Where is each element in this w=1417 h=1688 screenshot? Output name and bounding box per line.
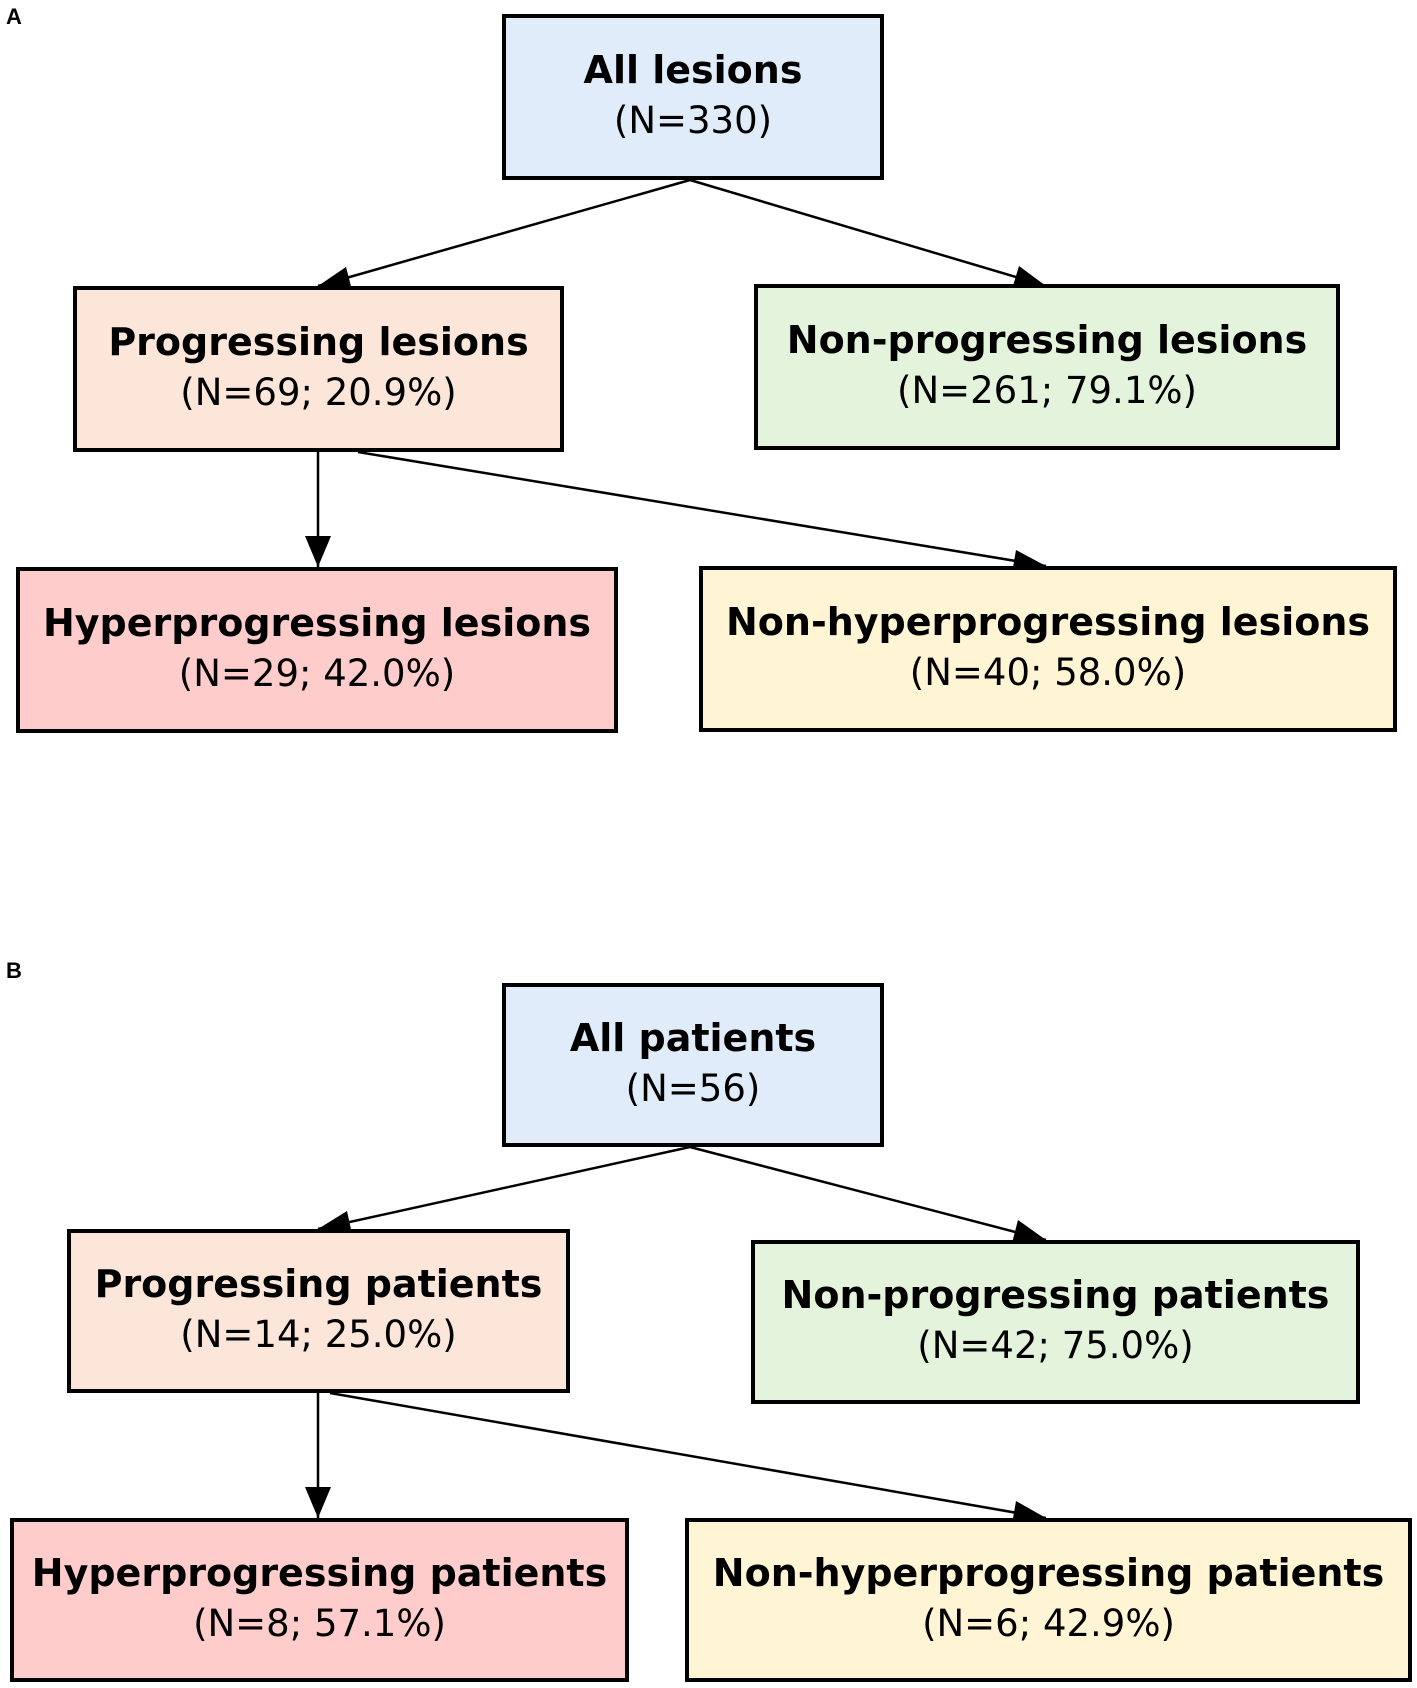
hyperprogressing-lesions-box: Hyperprogressing lesions (N=29; 42.0%) [16, 567, 618, 733]
non-progressing-lesions-count: (N=261; 79.1%) [897, 369, 1197, 412]
arrow-progressing-to-non-hyperprogressing-lesions [357, 450, 1047, 568]
all-lesions-count: (N=330) [613, 99, 773, 142]
arrowhead-hyperprogressing-patients [305, 1487, 331, 1518]
hyperprogressing-patients-title: Hyperprogressing patients [31, 1551, 608, 1595]
non-progressing-patients-title: Non-progressing patients [781, 1273, 1330, 1317]
non-progressing-patients-box: Non-progressing patients (N=42; 75.0%) [751, 1240, 1360, 1404]
non-hyperprogressing-lesions-count: (N=40; 58.0%) [909, 651, 1187, 694]
progressing-lesions-count: (N=69; 20.9%) [180, 371, 457, 414]
non-progressing-lesions-box: Non-progressing lesions (N=261; 79.1%) [754, 284, 1340, 450]
arrow-all-patients-to-progressing [317, 1145, 691, 1231]
non-progressing-patients-count: (N=42; 75.0%) [917, 1324, 1194, 1367]
all-patients-box: All patients (N=56) [502, 983, 884, 1147]
non-hyperprogressing-patients-count: (N=6; 42.9%) [922, 1602, 1175, 1645]
hyperprogressing-lesions-title: Hyperprogressing lesions [42, 601, 591, 645]
hyperprogressing-patients-box: Hyperprogressing patients (N=8; 57.1%) [10, 1518, 629, 1682]
hyperprogressing-lesions-count: (N=29; 42.0%) [178, 652, 456, 695]
progressing-patients-title: Progressing patients [94, 1262, 543, 1306]
hyperprogressing-patients-count: (N=8; 57.1%) [193, 1602, 446, 1645]
progressing-patients-box: Progressing patients (N=14; 25.0%) [67, 1229, 570, 1393]
progressing-patients-count: (N=14; 25.0%) [180, 1313, 457, 1356]
arrow-progressing-to-non-hyperprogressing-patients [329, 1391, 1047, 1520]
panel-a-label: A [6, 4, 22, 29]
progressing-lesions-title: Progressing lesions [108, 320, 529, 364]
non-hyperprogressing-lesions-title: Non-hyperprogressing lesions [726, 600, 1370, 644]
progressing-lesions-box: Progressing lesions (N=69; 20.9%) [73, 286, 564, 452]
non-hyperprogressing-lesions-box: Non-hyperprogressing lesions (N=40; 58.0… [699, 566, 1397, 732]
all-patients-title: All patients [569, 1016, 817, 1060]
arrow-all-lesions-to-non-progressing [689, 178, 1047, 288]
arrow-all-lesions-to-progressing [317, 178, 691, 288]
all-patients-count: (N=56) [625, 1067, 761, 1110]
non-hyperprogressing-patients-box: Non-hyperprogressing patients (N=6; 42.9… [685, 1518, 1412, 1682]
all-lesions-box: All lesions (N=330) [502, 14, 884, 180]
all-lesions-title: All lesions [583, 48, 803, 92]
arrow-all-patients-to-non-progressing [689, 1145, 1047, 1242]
non-progressing-lesions-title: Non-progressing lesions [786, 318, 1308, 362]
non-hyperprogressing-patients-title: Non-hyperprogressing patients [712, 1551, 1385, 1595]
arrowhead-hyperprogressing-lesions [305, 536, 331, 567]
panel-b-label: B [6, 958, 22, 983]
